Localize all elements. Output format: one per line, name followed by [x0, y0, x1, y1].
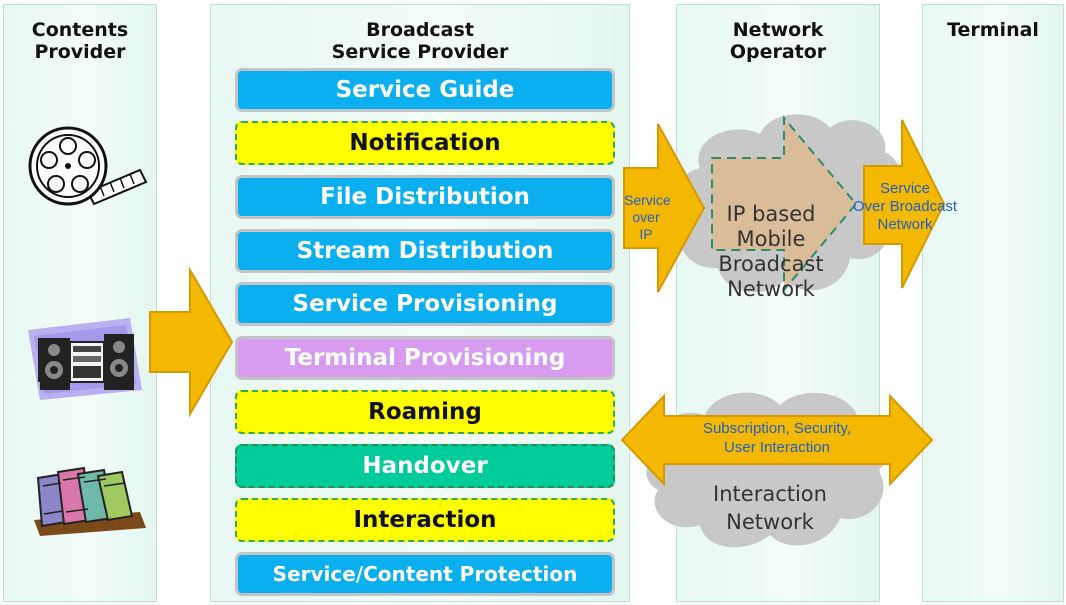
function-service-provisioning: Service Provisioning [235, 282, 615, 326]
interaction-double-arrow [620, 393, 934, 487]
column-title-broadcast-service-provider: Broadcast Service Provider [331, 19, 509, 63]
column-title-network-operator: Network Operator [729, 19, 827, 63]
service-over-broadcast-arrow [863, 119, 946, 289]
column-title-terminal: Terminal [947, 19, 1039, 41]
interaction-arrow-label: Subscription, Security, User Interaction [702, 420, 852, 456]
function-roaming: Roaming [235, 390, 615, 434]
column-title-contents-provider: Contents Provider [31, 19, 129, 63]
service-over-broadcast-label: Service Over Broadcast Network [852, 180, 958, 233]
column-terminal: Terminal [922, 4, 1064, 602]
function-stream-distribution: Stream Distribution [235, 229, 615, 273]
content-to-bsp-arrow [149, 266, 234, 418]
function-notification: Notification [235, 121, 615, 165]
broadcast-network-label: IP based Mobile Broadcast Network [718, 202, 824, 301]
film-reel-icon [28, 126, 148, 206]
function-service-content-protection: Service/Content Protection [235, 552, 615, 596]
function-interaction: Interaction [235, 498, 615, 542]
function-service-guide: Service Guide [235, 68, 615, 112]
service-over-ip-label: Service over IP [624, 192, 671, 242]
function-handover: Handover [235, 444, 615, 488]
function-file-distribution: File Distribution [235, 175, 615, 219]
stereo-system-icon [28, 318, 142, 400]
broadcast-dashed-arrow [711, 115, 858, 293]
interaction-network-label: Interaction Network [713, 482, 827, 534]
service-over-ip-arrow [623, 123, 706, 293]
books-icon [34, 466, 146, 536]
function-terminal-provisioning: Terminal Provisioning [235, 336, 615, 380]
